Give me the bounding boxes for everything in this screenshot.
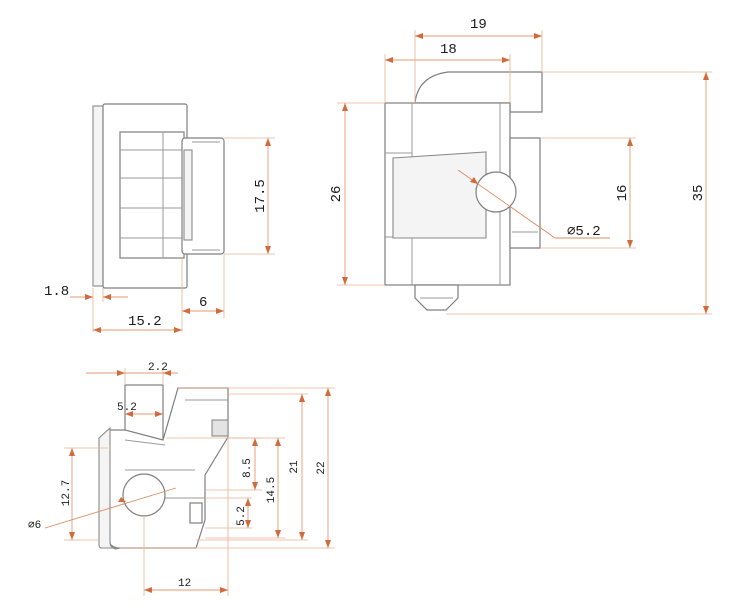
front-view-inner-block xyxy=(119,131,185,259)
dim-12-7-label: 12.7 xyxy=(61,480,73,506)
dim-22-label: 22 xyxy=(316,461,328,474)
side-view-hole xyxy=(475,171,517,213)
top-view-notch xyxy=(211,419,229,437)
dim-dia-5-2-label: ⌀5.2 xyxy=(567,224,601,240)
dim-15-2-label: 15.2 xyxy=(128,314,162,330)
side-view: 19 18 26 16 35 ⌀5.2 xyxy=(329,17,712,315)
dim-14-5-label: 14.5 xyxy=(266,477,278,503)
dim-5-2-lower-label: 5.2 xyxy=(236,506,248,526)
front-view: 17.5 1.8 6 15.2 xyxy=(44,103,275,333)
dim-2-2-label: 2.2 xyxy=(148,362,168,374)
dim-dia-6-label: ⌀6 xyxy=(28,520,41,532)
top-view-small-slot xyxy=(189,502,203,524)
front-view-lip xyxy=(92,105,104,287)
dim-1-8-label: 1.8 xyxy=(44,284,69,300)
dim-5-2-top-label: 5.2 xyxy=(117,402,137,414)
dim-19-label: 19 xyxy=(470,17,487,33)
top-view-lip xyxy=(98,426,121,550)
side-view-slot xyxy=(392,151,487,239)
dim-35-label: 35 xyxy=(691,185,707,202)
dim-8-5-label: 8.5 xyxy=(242,458,254,478)
front-view-pin-groove xyxy=(183,149,193,241)
dim-6-label: 6 xyxy=(199,295,207,311)
dim-18-label: 18 xyxy=(440,42,457,58)
dim-17-5-label: 17.5 xyxy=(253,179,269,213)
dim-21-label: 21 xyxy=(289,460,301,474)
dim-26-label: 26 xyxy=(329,186,345,203)
top-view: 2.2 5.2 12.7 ⌀6 8.5 5.2 xyxy=(28,362,335,596)
dim-12-label: 12 xyxy=(178,578,191,590)
dim-16-label: 16 xyxy=(615,185,631,202)
top-view-hole xyxy=(122,473,166,517)
